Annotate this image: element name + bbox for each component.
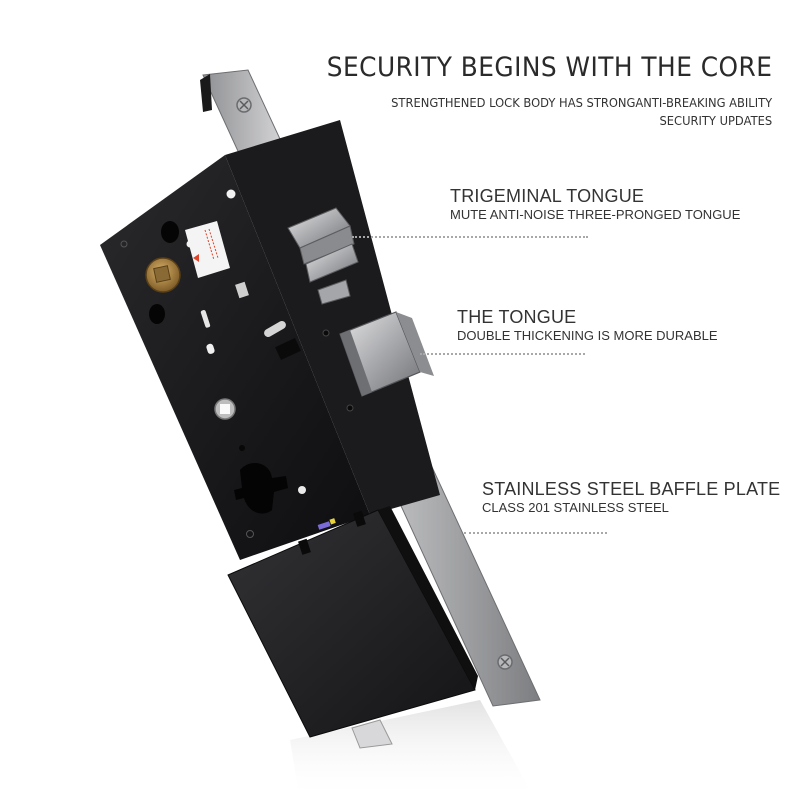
warning-sticker <box>185 221 230 278</box>
callout-trigeminal-tongue: TRIGEMINAL TONGUE MUTE ANTI-NOISE THREE-… <box>450 185 740 223</box>
page-title: SECURITY BEGINS WITH THE CORE <box>326 52 772 83</box>
callout-stainless-steel-baffle-plate: STAINLESS STEEL BAFFLE PLATE CLASS 201 S… <box>482 478 780 516</box>
callout-title: THE TONGUE <box>457 307 577 327</box>
trigeminal-tongue <box>287 207 359 305</box>
callout-title: STAINLESS STEEL BAFFLE PLATE <box>482 479 781 499</box>
leader-line <box>464 532 607 534</box>
callout-description: DOUBLE THICKENING IS MORE DURABLE <box>457 328 718 343</box>
leader-line <box>420 353 585 355</box>
cylinder-cutout <box>234 463 288 514</box>
subtitle-line-2: SECURITY UPDATES <box>659 113 772 128</box>
deadbolt-tongue <box>339 311 434 397</box>
callout-the-tongue: THE TONGUE DOUBLE THICKENING IS MORE DUR… <box>457 306 718 344</box>
callout-description: MUTE ANTI-NOISE THREE-PRONGED TONGUE <box>450 207 741 222</box>
callout-title: TRIGEMINAL TONGUE <box>450 186 645 206</box>
reflection <box>290 700 530 800</box>
callout-description: CLASS 201 STAINLESS STEEL <box>482 500 669 515</box>
subtitle: STRENGTHENED LOCK BODY HAS STRONGANTI-BR… <box>391 94 772 130</box>
lock-body-side <box>225 120 440 515</box>
lock-body <box>100 155 370 560</box>
faceplate-edge <box>200 74 212 112</box>
leader-line <box>352 236 588 238</box>
subtitle-line-1: STRENGTHENED LOCK BODY HAS STRONGANTI-BR… <box>390 95 772 110</box>
